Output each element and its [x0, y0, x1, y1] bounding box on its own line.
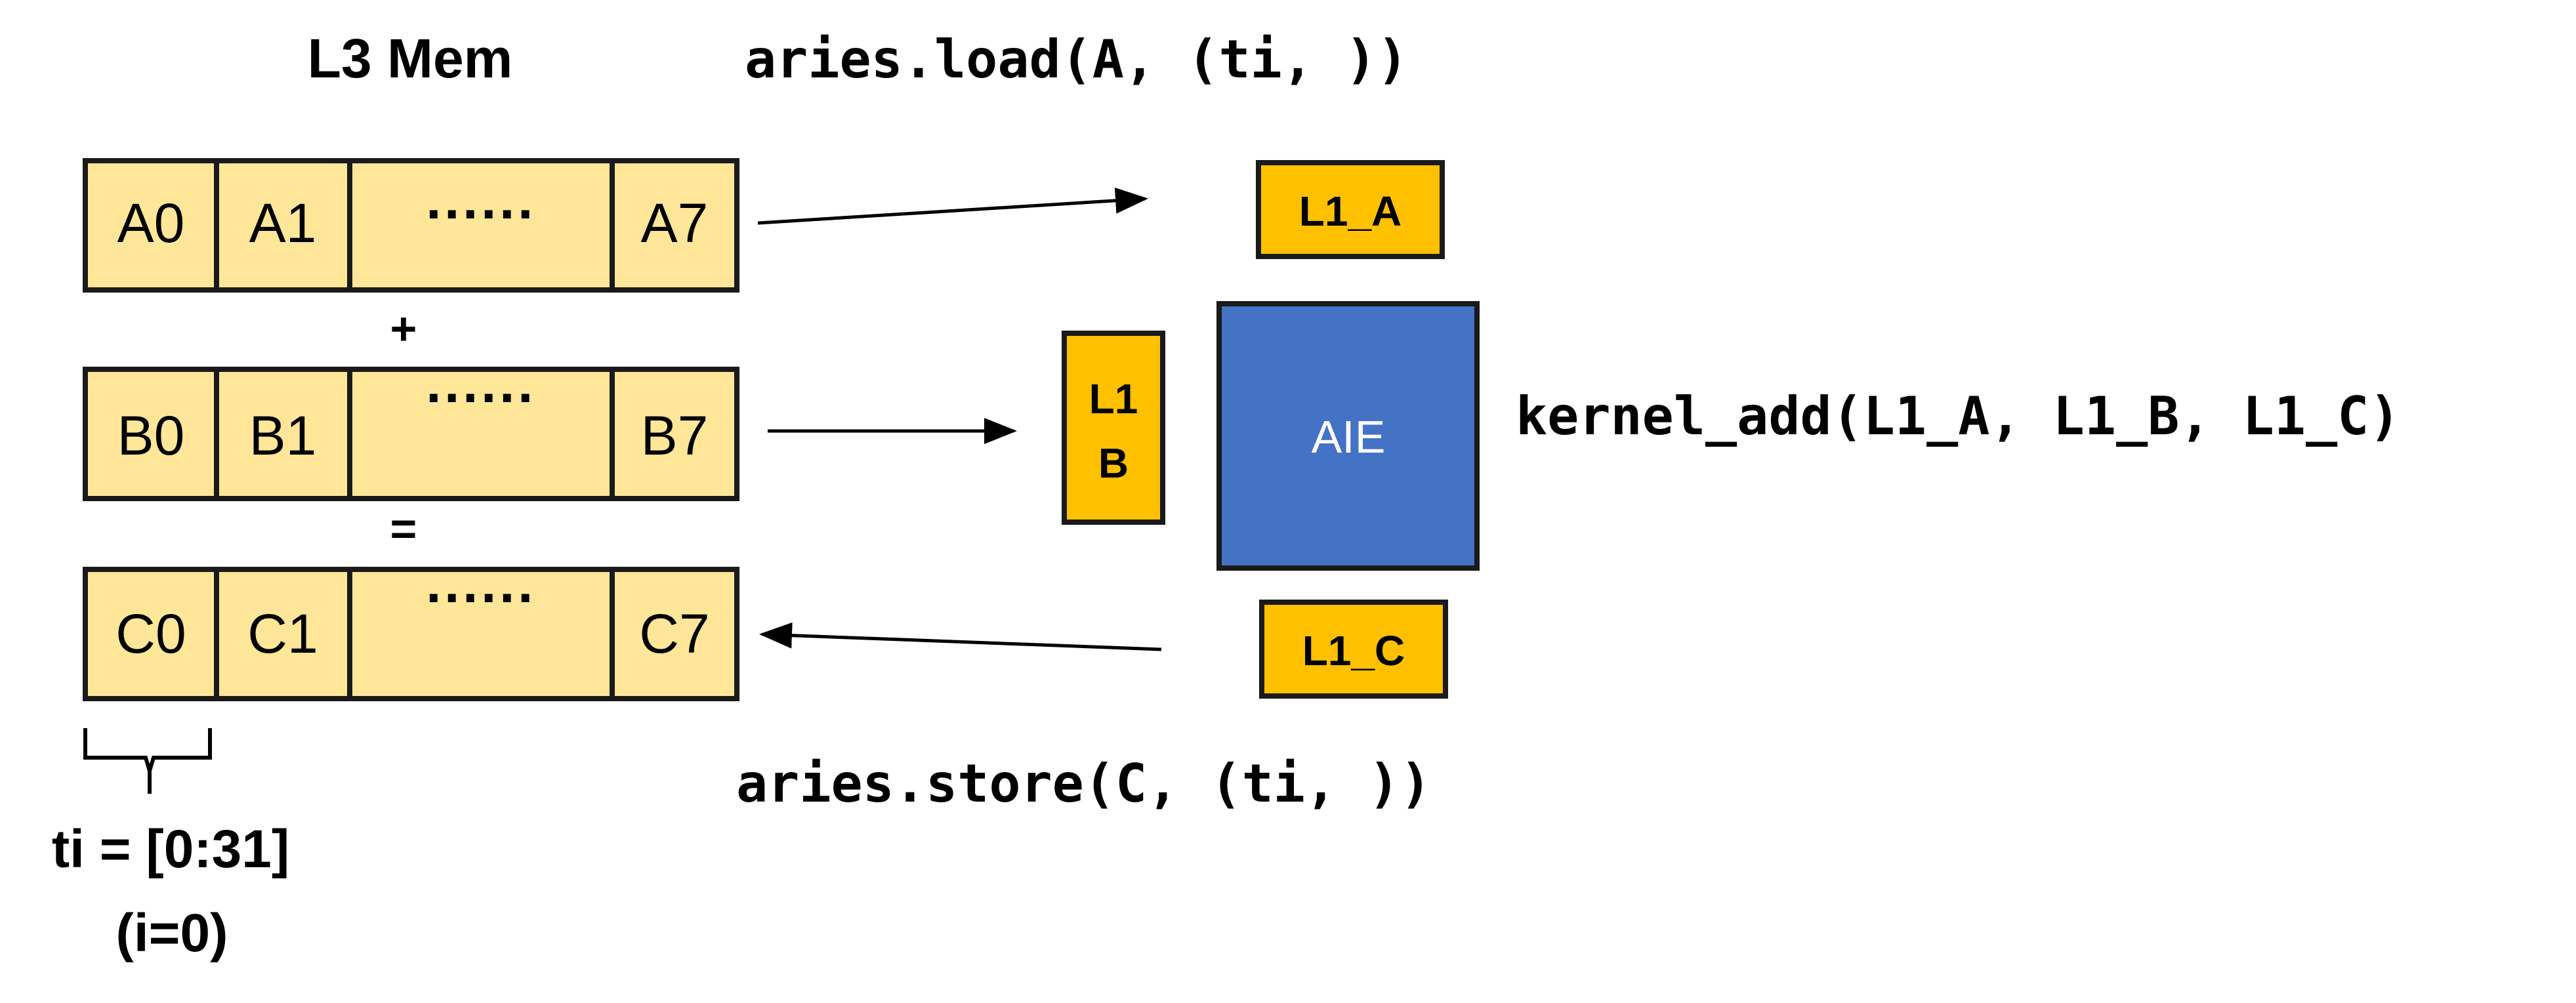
- l1-b-buffer: [1062, 331, 1165, 525]
- cell-b1-label: B1: [249, 405, 317, 466]
- cell-a7-label: A7: [641, 192, 709, 254]
- cell-a-ellipsis: [347, 158, 615, 293]
- tile-range-label: ti = [0:31]: [52, 819, 289, 879]
- load-a-arrow: [757, 187, 1148, 225]
- tile-brace: [83, 728, 212, 778]
- l1-a-label: L1_A: [1299, 188, 1402, 235]
- cell-b1: [214, 367, 352, 501]
- l3-mem-title: L3 Mem: [308, 28, 513, 89]
- cell-b0: [83, 367, 219, 501]
- load-call: aries.load(A, (ti, )): [745, 29, 1408, 90]
- cell-c0-label: C0: [115, 603, 186, 665]
- kernel-call: kernel_add(L1_A, L1_B, L1_C): [1516, 386, 2401, 447]
- l1-a-buffer: [1256, 160, 1445, 259]
- cell-a7: [610, 158, 739, 293]
- cell-a0: [83, 158, 219, 293]
- plus-operator: +: [390, 303, 417, 354]
- equals-operator: =: [390, 503, 417, 554]
- l1-b-label-line1: L1: [1089, 375, 1138, 422]
- store-c-arrow: [759, 622, 1162, 651]
- cell-c-ellipsis-label: ······: [426, 567, 536, 628]
- tile-index-label: (i=0): [116, 903, 228, 963]
- cell-b7-label: B7: [641, 405, 709, 466]
- cell-a1: [214, 158, 352, 293]
- array-c: C0 C1 ······ C7: [83, 567, 739, 701]
- cell-b7: [610, 367, 739, 501]
- cell-c7-label: C7: [639, 603, 709, 665]
- aie-engine: [1216, 301, 1480, 571]
- l1-b-label-line2: B: [1098, 440, 1129, 487]
- cell-b0-label: B0: [117, 405, 185, 466]
- store-call: aries.store(C, (ti, )): [736, 753, 1432, 814]
- cell-c7: [610, 567, 739, 701]
- array-a: A0 A1 ······ A7: [83, 158, 739, 293]
- cell-a-ellipsis-label: ······: [426, 183, 536, 245]
- array-b: B0 B1 ······ B7: [83, 367, 739, 501]
- cell-a0-label: A0: [117, 192, 185, 254]
- l1-c-buffer: [1259, 600, 1448, 699]
- cell-c1: [214, 567, 352, 701]
- aie-label: AIE: [1312, 411, 1386, 462]
- l1-c-label: L1_C: [1302, 627, 1405, 674]
- cell-c1-label: C1: [247, 603, 318, 665]
- cell-b-ellipsis: [347, 367, 615, 501]
- cell-b-ellipsis-label: ······: [426, 367, 536, 428]
- cell-a1-label: A1: [249, 192, 317, 254]
- cell-c0: [83, 567, 219, 701]
